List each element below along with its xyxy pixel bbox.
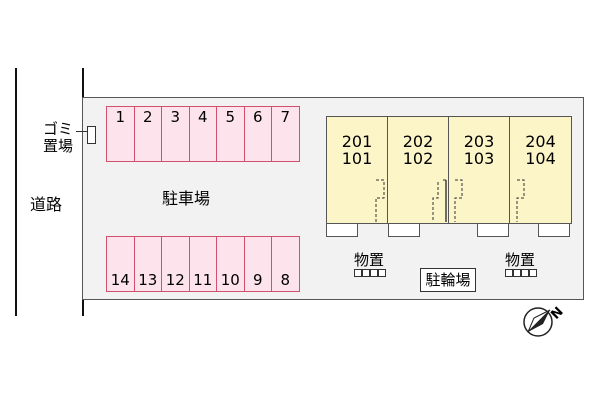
storage-right-box-2	[513, 269, 521, 277]
unit-lower-number: 101	[341, 149, 373, 168]
garbage-leader-line	[76, 131, 87, 132]
parking-space-1: 1	[106, 106, 135, 162]
storage-right-box-1	[505, 269, 513, 277]
unit-upper-number: 201	[341, 132, 373, 151]
storage-left-label: 物置	[354, 251, 385, 269]
entrance-step-104	[538, 223, 570, 237]
unit-lower-number: 103	[463, 149, 495, 168]
garbage-bin	[87, 126, 96, 144]
parking-space-8: 8	[271, 236, 300, 292]
entrance-step-103	[477, 223, 509, 237]
north-arrow-icon	[523, 307, 553, 337]
parking-space-4: 4	[188, 106, 217, 162]
parking-space-14: 14	[106, 236, 135, 292]
unit-upper-number: 204	[525, 132, 556, 151]
garbage-label-line2: 置場	[43, 137, 74, 155]
storage-left-box-1	[354, 269, 362, 277]
unit-lower-number: 104	[525, 149, 556, 168]
entrance-step-101	[326, 223, 358, 237]
storage-right-label: 物置	[505, 251, 536, 269]
parking-space-13: 13	[133, 236, 162, 292]
storage-left-box-3	[370, 269, 378, 277]
storage-left-box-4	[378, 269, 386, 277]
storage-right-box-4	[529, 269, 537, 277]
unit-upper-number: 202	[402, 132, 434, 151]
storage-left-box-2	[362, 269, 370, 277]
unit-upper-number: 203	[463, 132, 495, 151]
parking-space-5: 5	[216, 106, 245, 162]
entrance-step-102	[388, 223, 420, 237]
unit-lower-number: 102	[402, 149, 434, 168]
bicycle-parking: 駐輪場	[420, 268, 476, 292]
garbage-label-line1: ゴミ	[43, 120, 74, 138]
road-label: 道路	[30, 195, 63, 214]
storage-right-box-3	[521, 269, 529, 277]
parking-label: 駐車場	[162, 189, 211, 208]
road-edge-left	[15, 68, 17, 316]
parking-space-11: 11	[188, 236, 217, 292]
parking-space-7: 7	[271, 106, 300, 162]
